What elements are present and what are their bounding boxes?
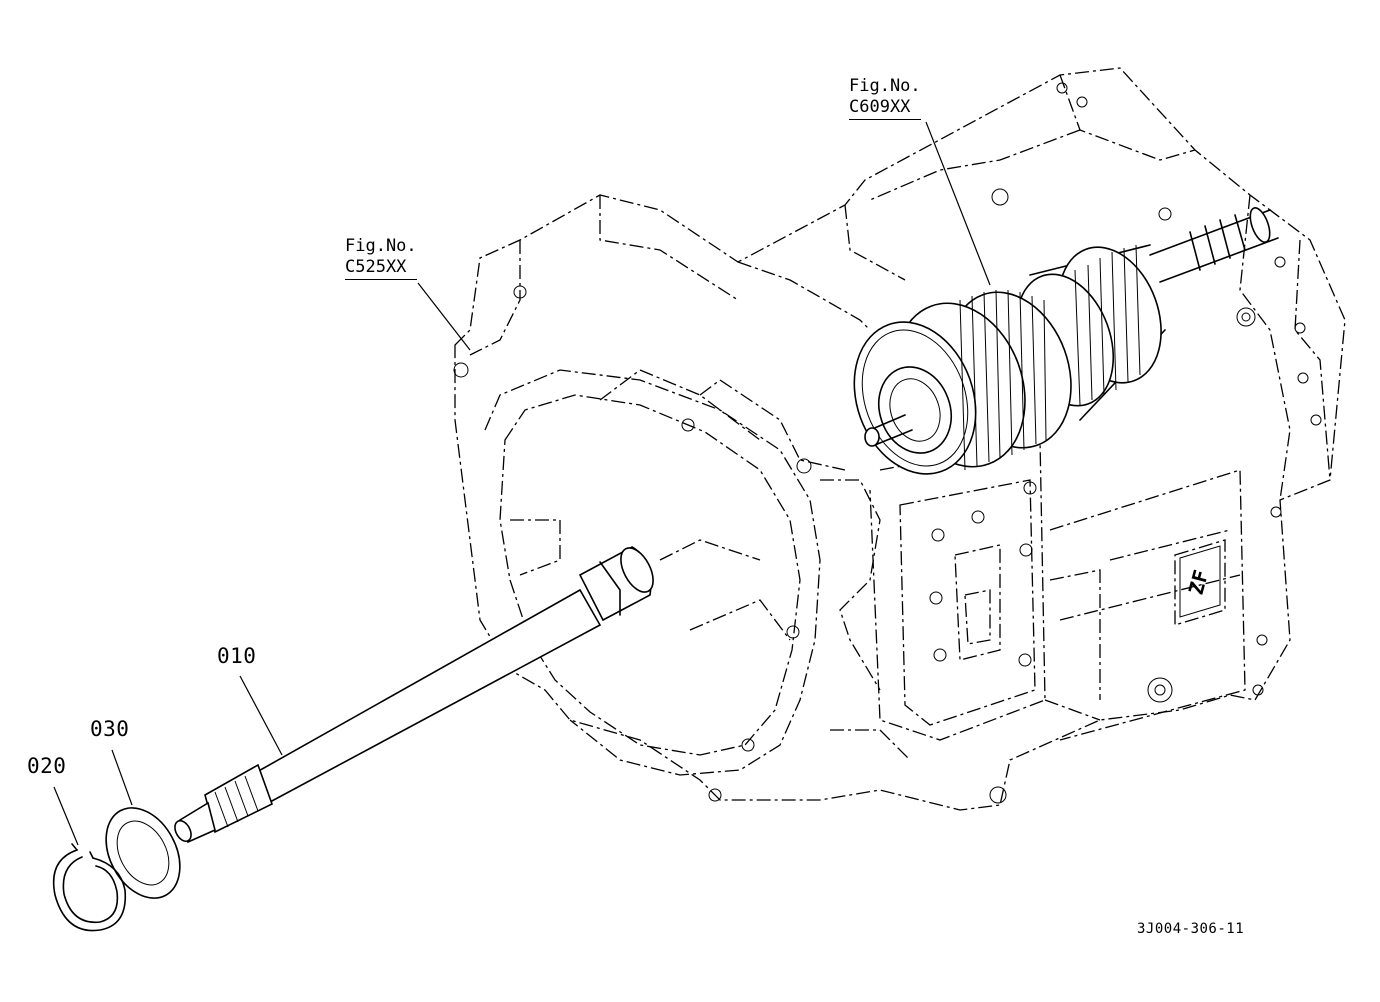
zf-logo-text: ZF: [1183, 566, 1214, 598]
fig-ref-label: Fig.No.: [849, 76, 921, 96]
transmission-housing: [453, 67, 1346, 811]
fig-ref-c525xx: Fig.No. C525XX: [345, 236, 417, 280]
zf-logo: [1174, 539, 1226, 626]
callout-020: 020: [27, 754, 67, 778]
part-020-circlip: [52, 843, 127, 932]
leader-lines: [53, 121, 991, 846]
fig-ref-label: Fig.No.: [345, 236, 417, 256]
callout-010: 010: [217, 644, 257, 668]
part-010-input-shaft: [174, 546, 654, 844]
gear-shaft-assembly: [853, 207, 1279, 475]
callout-030: 030: [90, 717, 130, 741]
part-030-thrust-washer: [105, 807, 181, 899]
fig-ref-number: C525XX: [345, 257, 417, 280]
drawing-code: 3J004-306-11: [1137, 921, 1245, 937]
fig-ref-number: C609XX: [849, 97, 921, 120]
gear-teeth: [959, 244, 1141, 471]
fig-ref-c609xx: Fig.No. C609XX: [849, 76, 921, 120]
